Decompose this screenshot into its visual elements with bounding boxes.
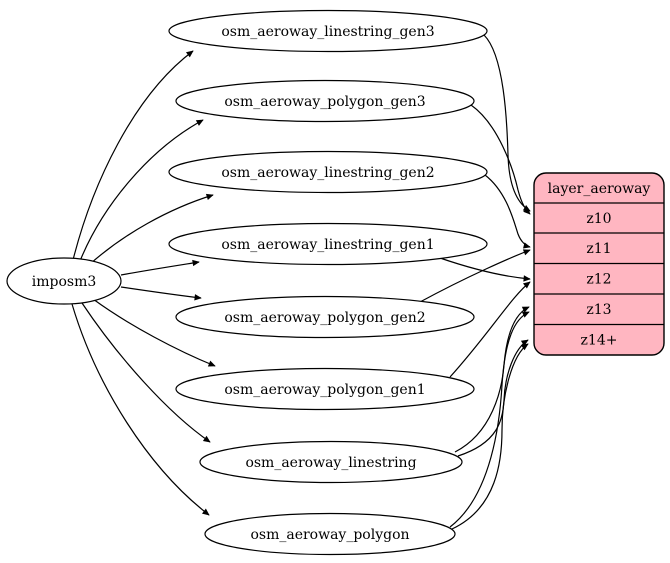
imposm3-label: imposm3 xyxy=(32,274,97,290)
edge-osm_aeroway_polygon_gen1-to-z12 xyxy=(449,281,531,378)
layer-row-z12: z12 xyxy=(586,272,611,288)
node-imposm3: imposm3 xyxy=(6,257,122,305)
edge-imposm3-to-osm_aeroway_linestring_gen3 xyxy=(72,50,194,261)
table-ellipse xyxy=(175,79,475,123)
edge-imposm3-to-osm_aeroway_linestring_gen1 xyxy=(120,259,200,276)
edge-osm_aeroway_polygon_gen3-to-z10 xyxy=(470,104,531,215)
node-osm_aeroway_linestring_gen1: osm_aeroway_linestring_gen1 xyxy=(168,222,488,266)
node-osm_aeroway_polygon_gen1: osm_aeroway_polygon_gen1 xyxy=(175,367,475,411)
edge-osm_aeroway_polygon-to-z13 xyxy=(449,311,530,528)
table-label: osm_aeroway_linestring xyxy=(245,455,416,471)
table-ellipse xyxy=(199,440,463,484)
table-label: osm_aeroway_polygon xyxy=(250,527,409,543)
node-osm_aeroway_linestring_gen3: osm_aeroway_linestring_gen3 xyxy=(168,9,488,53)
edge-imposm3-to-osm_aeroway_polygon_gen1 xyxy=(92,298,216,367)
edge-imposm3-to-osm_aeroway_linestring_gen2 xyxy=(89,193,214,265)
table-label: osm_aeroway_polygon_gen3 xyxy=(224,94,425,110)
node-osm_aeroway_linestring_gen2: osm_aeroway_linestring_gen2 xyxy=(168,150,488,194)
table-ellipse xyxy=(168,9,488,53)
node-osm_aeroway_polygon: osm_aeroway_polygon xyxy=(204,512,456,556)
edge-osm_aeroway_linestring_gen1-to-z12 xyxy=(439,257,531,282)
imposm3-ellipse xyxy=(6,257,122,305)
table-ellipse xyxy=(175,367,475,411)
table-ellipse xyxy=(204,512,456,556)
node-osm_aeroway_polygon_gen2: osm_aeroway_polygon_gen2 xyxy=(175,295,475,339)
edge-osm_aeroway_linestring_gen3-to-z10 xyxy=(483,34,531,212)
node-osm_aeroway_linestring: osm_aeroway_linestring xyxy=(199,440,463,484)
table-ellipse xyxy=(175,295,475,339)
table-label: osm_aeroway_linestring_gen1 xyxy=(221,237,434,253)
edge-osm_aeroway_polygon-to-z14plus xyxy=(451,343,529,530)
edge-imposm3-to-osm_aeroway_polygon xyxy=(71,303,210,516)
table-label: osm_aeroway_linestring_gen3 xyxy=(221,24,434,40)
edges-source-to-tables xyxy=(71,50,216,516)
layer-row-z10: z10 xyxy=(586,211,611,227)
edge-osm_aeroway_linestring_gen2-to-z11 xyxy=(484,174,531,249)
edge-imposm3-to-osm_aeroway_linestring xyxy=(81,302,211,443)
edge-imposm3-to-osm_aeroway_polygon_gen3 xyxy=(79,119,204,262)
layer-title: layer_aeroway xyxy=(548,181,651,197)
layer-row-z11: z11 xyxy=(586,241,611,257)
layer-row-z13: z13 xyxy=(586,302,611,318)
table-label: osm_aeroway_polygon_gen2 xyxy=(224,310,425,326)
node-layer_aeroway: layer_aeroway z10 z11 z12 z13 z14+ xyxy=(533,172,665,356)
edges-tables-to-layer xyxy=(419,34,531,530)
edge-imposm3-to-osm_aeroway_polygon_gen2 xyxy=(120,286,202,301)
node-osm_aeroway_polygon_gen3: osm_aeroway_polygon_gen3 xyxy=(175,79,475,123)
edge-osm_aeroway_polygon_gen2-to-z11 xyxy=(419,249,531,303)
edge-osm_aeroway_linestring-to-z13 xyxy=(454,306,530,453)
table-label: osm_aeroway_polygon_gen1 xyxy=(224,382,425,398)
layer-row-z14plus: z14+ xyxy=(581,333,618,349)
table-ellipse xyxy=(168,222,488,266)
table-ellipse xyxy=(168,150,488,194)
table-label: osm_aeroway_linestring_gen2 xyxy=(221,165,434,181)
